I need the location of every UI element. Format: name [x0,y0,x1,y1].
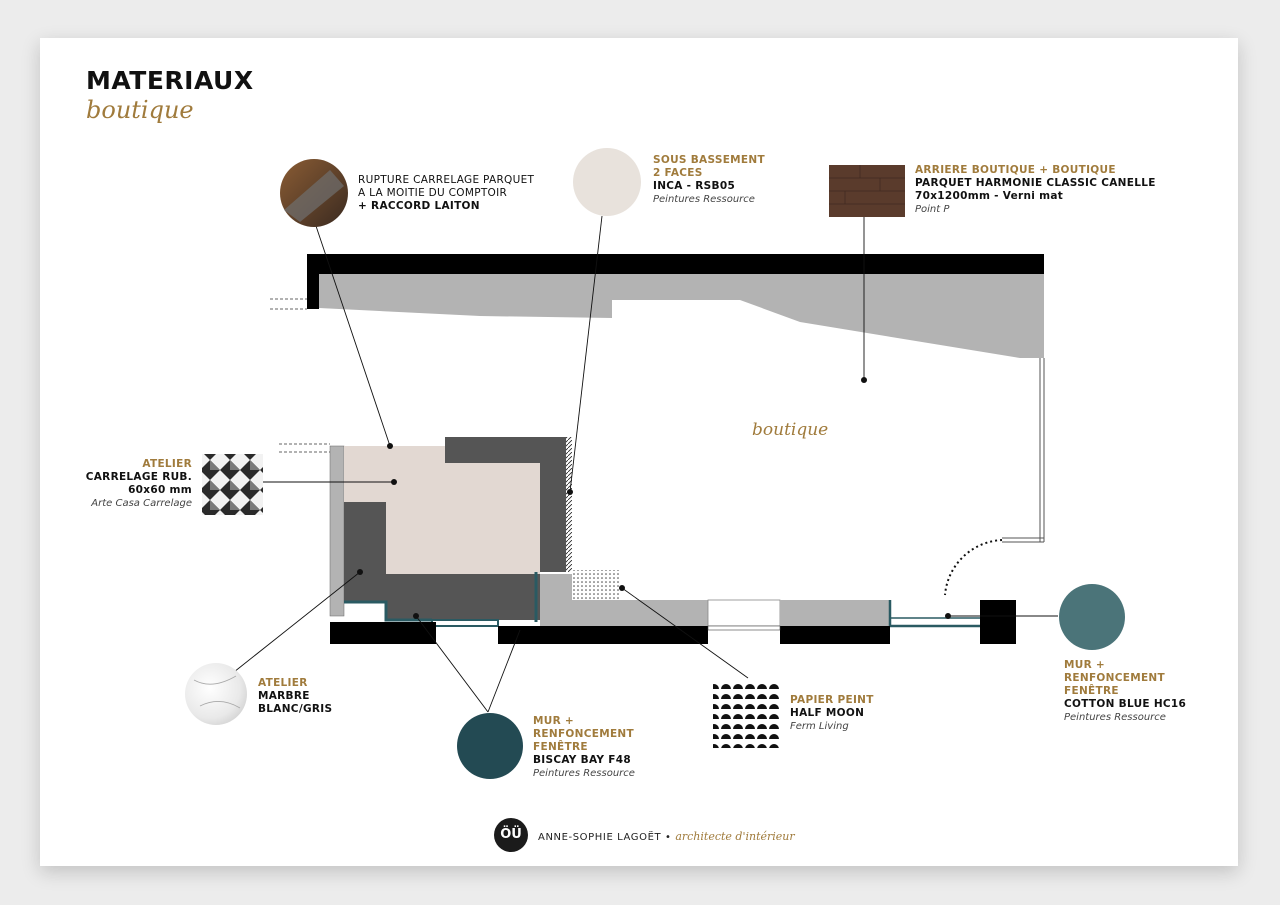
footer-name: ANNE-SOPHIE LAGOËT [538,832,662,843]
callout-rupture: RUPTURE CARRELAGE PARQUET A LA MOITIE DU… [358,174,534,213]
sous-bassement-product: INCA - RSB05 [653,180,736,192]
sous-bassement-heading1: SOUS BASSEMENT [653,154,765,166]
atelier-carrelage-product1: CARRELAGE RUB. [85,471,192,483]
callout-atelier-marbre: ATELIER MARBRE BLANC/GRIS [258,677,332,716]
callout-atelier-carrelage: ATELIER CARRELAGE RUB. 60x60 mm Arte Cas… [70,458,192,510]
rupture-photo-swatch [280,159,348,227]
cotton-blue-swatch [1059,584,1125,650]
cotton-blue-product: COTTON BLUE HC16 [1064,698,1187,710]
counter-bottom [386,574,540,620]
sous-bassement-swatch [573,148,641,216]
counter-left [344,502,386,602]
papier-peint-product: HALF MOON [790,707,865,719]
hatch-strip [566,437,572,572]
rupture-line1: RUPTURE CARRELAGE PARQUET [358,174,535,186]
counter-right [540,437,566,572]
callout-arriere-boutique: ARRIERE BOUTIQUE + BOUTIQUE PARQUET HARM… [915,164,1156,216]
papier-peint-brand: Ferm Living [790,721,849,732]
arriere-boutique-product: PARQUET HARMONIE CLASSIC CANELLE [915,177,1156,189]
grey-block-3 [780,600,890,626]
bottom-wall-3 [780,626,890,644]
biscay-bay-swatch [457,713,523,779]
biscay-bay-heading1: MUR + [533,715,575,727]
atelier-marbre-product2: BLANC/GRIS [258,703,333,715]
biscay-bay-heading3: FENÊTRE [533,741,588,753]
footer-signature: ANNE-SOPHIE LAGOËT • architecte d'intéri… [538,830,795,843]
dot-strip [572,570,620,600]
sous-bassement-heading2: 2 FACES [653,167,703,179]
page-title: MATERIAUX [86,66,254,95]
atelier-carrelage-heading: ATELIER [142,458,192,470]
rupture-line3: + RACCORD LAITON [358,200,480,212]
arriere-boutique-spec: 70x1200mm - Verni mat [915,190,1064,202]
cotton-blue-heading2: RENFONCEMENT [1064,672,1165,684]
top-wall-left [307,254,319,309]
cotton-blue-heading3: FENÊTRE [1064,685,1119,697]
grey-block-2 [614,600,708,626]
bottom-wall-2 [498,626,708,644]
atelier-carrelage-product2: 60x60 mm [128,484,192,496]
cotton-blue-heading1: MUR + [1064,659,1106,671]
page-subtitle: boutique [86,96,194,124]
footer-tagline: architecte d'intérieur [675,830,795,843]
biscay-bay-brand: Peintures Ressource [533,768,635,779]
room-label-boutique: boutique [752,420,829,440]
arriere-boutique-brand: Point P [915,204,950,215]
marble-swatch [185,663,247,725]
callout-papier-peint: PAPIER PEINT HALF MOON Ferm Living [790,694,874,733]
rupture-line2: A LA MOITIE DU COMPTOIR [358,187,508,199]
sous-bassement-brand: Peintures Ressource [653,194,755,205]
bottom-wall-1 [330,622,436,644]
atelier-carrelage-brand: Arte Casa Carrelage [91,498,192,509]
atelier-marbre-heading: ATELIER [258,677,308,689]
footer-logo: ÖÜ [494,818,528,852]
cotton-blue-brand: Peintures Ressource [1064,712,1166,723]
atelier-marbre-product1: MARBRE [258,690,310,702]
callout-sous-bassement: SOUS BASSEMENT 2 FACES INCA - RSB05 Pein… [653,154,765,206]
top-wall [307,254,1044,274]
callout-cotton-blue: MUR + RENFONCEMENT FENÊTRE COTTON BLUE H… [1064,659,1186,724]
door-swing [944,539,1003,596]
atelier-tile-swatch [202,454,263,515]
white-block [707,599,781,627]
footer-separator: • [665,832,672,843]
biscay-bay-product: BISCAY BAY F48 [533,754,631,766]
biscay-bay-heading2: RENFONCEMENT [533,728,634,740]
callout-biscay-bay: MUR + RENFONCEMENT FENÊTRE BISCAY BAY F4… [533,715,635,780]
papier-peint-heading: PAPIER PEINT [790,694,874,706]
bottom-wall-4 [980,600,1016,644]
half-moon-swatch [713,680,781,748]
arriere-boutique-heading: ARRIERE BOUTIQUE + BOUTIQUE [915,164,1116,176]
top-grey-band [319,274,1044,358]
